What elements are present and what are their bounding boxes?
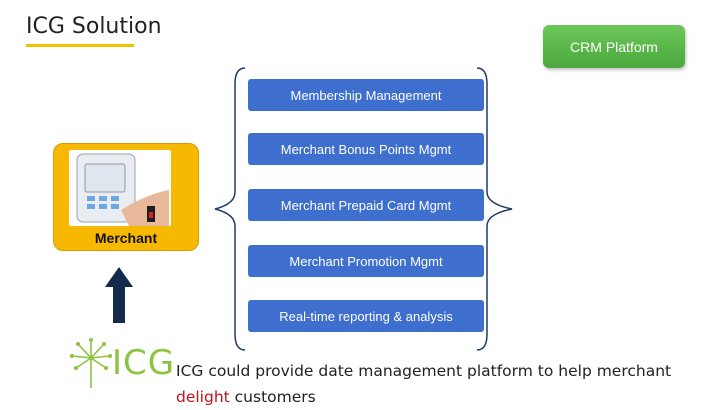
- merchant-card: Merchant: [53, 143, 199, 251]
- footer-highlight: delight: [176, 388, 230, 406]
- footer-rest: customers: [229, 388, 316, 406]
- item-bonus-points[interactable]: Merchant Bonus Points Mgmt: [248, 133, 484, 165]
- up-arrow: [105, 267, 133, 323]
- left-brace: [214, 67, 246, 351]
- payment-terminal-photo: [69, 150, 171, 226]
- merchant-label: Merchant: [94, 230, 158, 246]
- item-prepaid-card[interactable]: Merchant Prepaid Card Mgmt: [248, 189, 484, 221]
- crm-platform-button[interactable]: CRM Platform: [543, 25, 685, 68]
- footer-message: ICG could provide date management platfo…: [176, 358, 671, 410]
- item-promotion[interactable]: Merchant Promotion Mgmt: [248, 245, 484, 277]
- logo-text: ICG: [112, 343, 176, 383]
- item-membership-management[interactable]: Membership Management: [248, 79, 484, 111]
- footer-line1: ICG could provide date management platfo…: [176, 362, 672, 380]
- page-title: ICG Solution: [26, 14, 162, 39]
- dandelion-logo-icon: [70, 338, 112, 388]
- item-reporting[interactable]: Real-time reporting & analysis: [248, 300, 484, 332]
- right-brace: [476, 67, 513, 351]
- title-underline: [26, 44, 134, 47]
